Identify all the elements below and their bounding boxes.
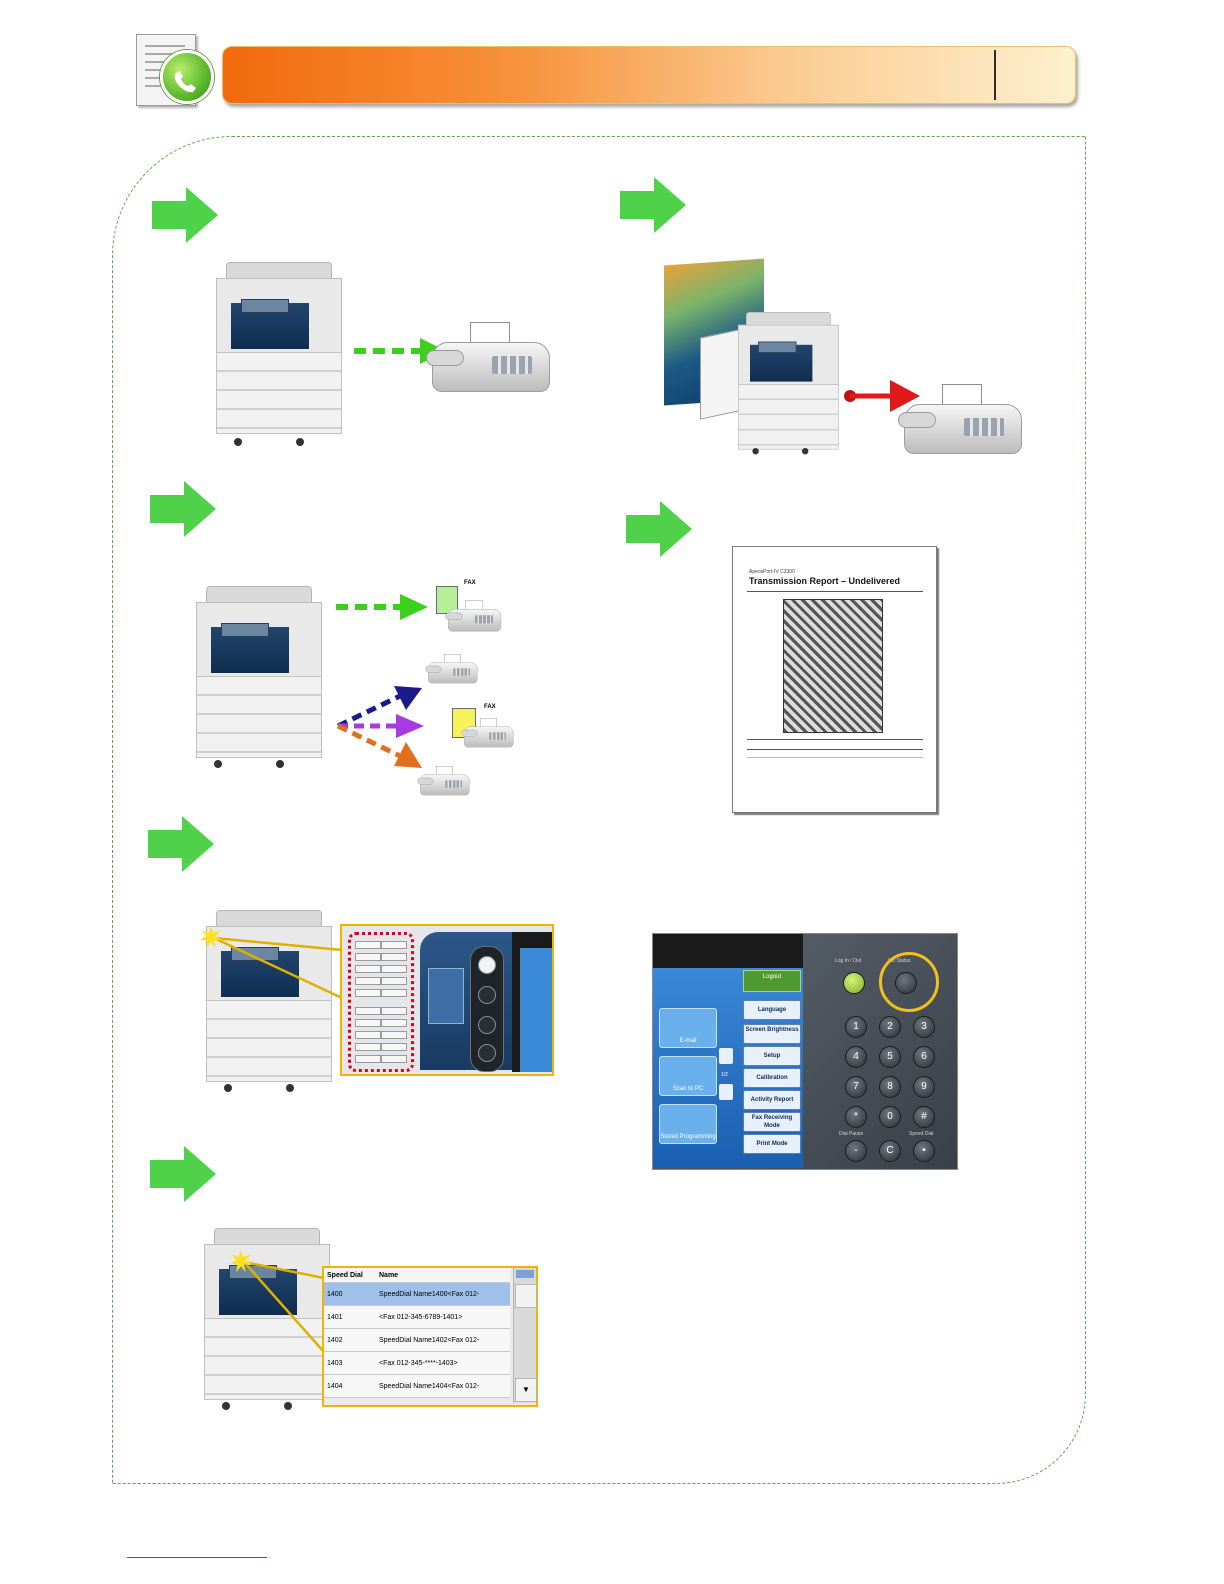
dial-pause-label: Dial Pause bbox=[839, 1131, 864, 1137]
table-row[interactable]: 1404 SpeedDial Name1404<Fax 012- bbox=[324, 1374, 510, 1398]
footnote-separator bbox=[127, 1557, 267, 1558]
keypad-8[interactable]: 8 bbox=[879, 1076, 901, 1098]
speed-dial-list: Speed Dial Name 1400 SpeedDial Name1400<… bbox=[322, 1266, 538, 1407]
report-title: Transmission Report – Undelivered bbox=[749, 576, 901, 586]
step-arrow-icon bbox=[152, 187, 218, 243]
multifunction-printer bbox=[216, 262, 342, 446]
login-logout-label: Log In / Out bbox=[835, 958, 862, 964]
error-arrow-icon bbox=[844, 380, 920, 412]
speed-dial-label: Speed Dial bbox=[909, 1131, 934, 1137]
multifunction-printer bbox=[204, 1228, 330, 1410]
scan-to-pc-tile[interactable]: Scan to PC bbox=[659, 1056, 717, 1096]
calibration-button[interactable]: Calibration bbox=[743, 1068, 801, 1088]
step-arrow-icon bbox=[148, 816, 214, 872]
content-frame bbox=[112, 136, 1086, 1484]
step-arrow-icon bbox=[626, 501, 692, 557]
transmission-report: ApeosPort-IV C3300 Transmission Report –… bbox=[732, 546, 937, 813]
setup-button[interactable]: Setup bbox=[743, 1046, 801, 1066]
keypad-0[interactable]: 0 bbox=[879, 1106, 901, 1128]
keypad-2[interactable]: 2 bbox=[879, 1016, 901, 1038]
phone-icon bbox=[160, 50, 214, 104]
keypad-4[interactable]: 4 bbox=[845, 1046, 867, 1068]
callout-lines bbox=[243, 1260, 325, 1353]
fax-machine bbox=[417, 766, 470, 796]
login-button[interactable] bbox=[843, 972, 865, 994]
step-arrow-icon bbox=[150, 481, 216, 537]
stored-programming-tile[interactable]: Stored Programming bbox=[659, 1104, 717, 1144]
dial-pause-button[interactable]: - bbox=[845, 1140, 867, 1162]
job-status-highlight bbox=[879, 952, 939, 1012]
header-divider bbox=[994, 50, 996, 100]
keypad-hash[interactable]: # bbox=[913, 1106, 935, 1128]
scroll-down-button[interactable]: ▼ bbox=[515, 1378, 537, 1402]
speed-button-panel bbox=[340, 924, 554, 1076]
report-subtitle: ApeosPort-IV C3300 bbox=[749, 569, 795, 575]
language-button[interactable]: Language bbox=[743, 1000, 801, 1020]
keypad-7[interactable]: 7 bbox=[845, 1076, 867, 1098]
multifunction-printer bbox=[738, 312, 839, 455]
send-arrow-icon bbox=[336, 594, 428, 620]
fax-label: FAX bbox=[464, 580, 476, 586]
speed-dial-button[interactable]: • bbox=[913, 1140, 935, 1162]
column-header-speed-dial: Speed Dial bbox=[324, 1268, 376, 1283]
control-panel-photo: E-mail Scan to PC Stored Programming 1/2… bbox=[652, 933, 958, 1170]
broadcast-arrows-icon bbox=[336, 686, 424, 768]
clear-button[interactable]: C bbox=[879, 1140, 901, 1162]
scroll-up-button[interactable] bbox=[515, 1284, 537, 1308]
keypad-3[interactable]: 3 bbox=[913, 1016, 935, 1038]
fax-machine bbox=[461, 718, 514, 748]
page-indicator: 1/2 bbox=[721, 1072, 728, 1078]
header-bar bbox=[222, 46, 1076, 104]
keypad-1[interactable]: 1 bbox=[845, 1016, 867, 1038]
keypad-9[interactable]: 9 bbox=[913, 1076, 935, 1098]
report-page-thumbnail bbox=[783, 599, 883, 733]
fax-label: FAX bbox=[484, 704, 496, 710]
fax-machine bbox=[898, 384, 1022, 454]
logout-button[interactable]: Logout bbox=[743, 970, 801, 992]
email-tile[interactable]: E-mail bbox=[659, 1008, 717, 1048]
table-row[interactable]: 1401 <Fax 012-345-6789-1401> bbox=[324, 1305, 510, 1329]
table-row[interactable]: 1403 <Fax 012-345-****-1403> bbox=[324, 1351, 510, 1375]
table-row[interactable]: 1402 SpeedDial Name1402<Fax 012- bbox=[324, 1328, 510, 1352]
speed-buttons[interactable] bbox=[348, 932, 414, 1072]
fax-machine bbox=[445, 600, 502, 632]
callout-lines bbox=[213, 936, 343, 1000]
scrollbar[interactable]: ▼ bbox=[513, 1268, 537, 1403]
keypad-5[interactable]: 5 bbox=[879, 1046, 901, 1068]
keypad-star[interactable]: * bbox=[845, 1106, 867, 1128]
fax-machine bbox=[425, 654, 478, 684]
fax-machine bbox=[426, 322, 550, 392]
table-row[interactable]: 1400 SpeedDial Name1400<Fax 012- bbox=[324, 1282, 510, 1306]
fax-receiving-mode-button[interactable]: Fax Receiving Mode bbox=[743, 1112, 801, 1132]
step-arrow-icon bbox=[620, 177, 686, 233]
screen-brightness-button[interactable]: Screen Brightness bbox=[743, 1024, 801, 1044]
step-arrow-icon bbox=[150, 1146, 216, 1202]
column-header-name: Name bbox=[376, 1268, 510, 1283]
activity-report-button[interactable]: Activity Report bbox=[743, 1090, 801, 1110]
multifunction-printer bbox=[196, 586, 322, 768]
keypad-6[interactable]: 6 bbox=[913, 1046, 935, 1068]
print-mode-button[interactable]: Print Mode bbox=[743, 1134, 801, 1154]
